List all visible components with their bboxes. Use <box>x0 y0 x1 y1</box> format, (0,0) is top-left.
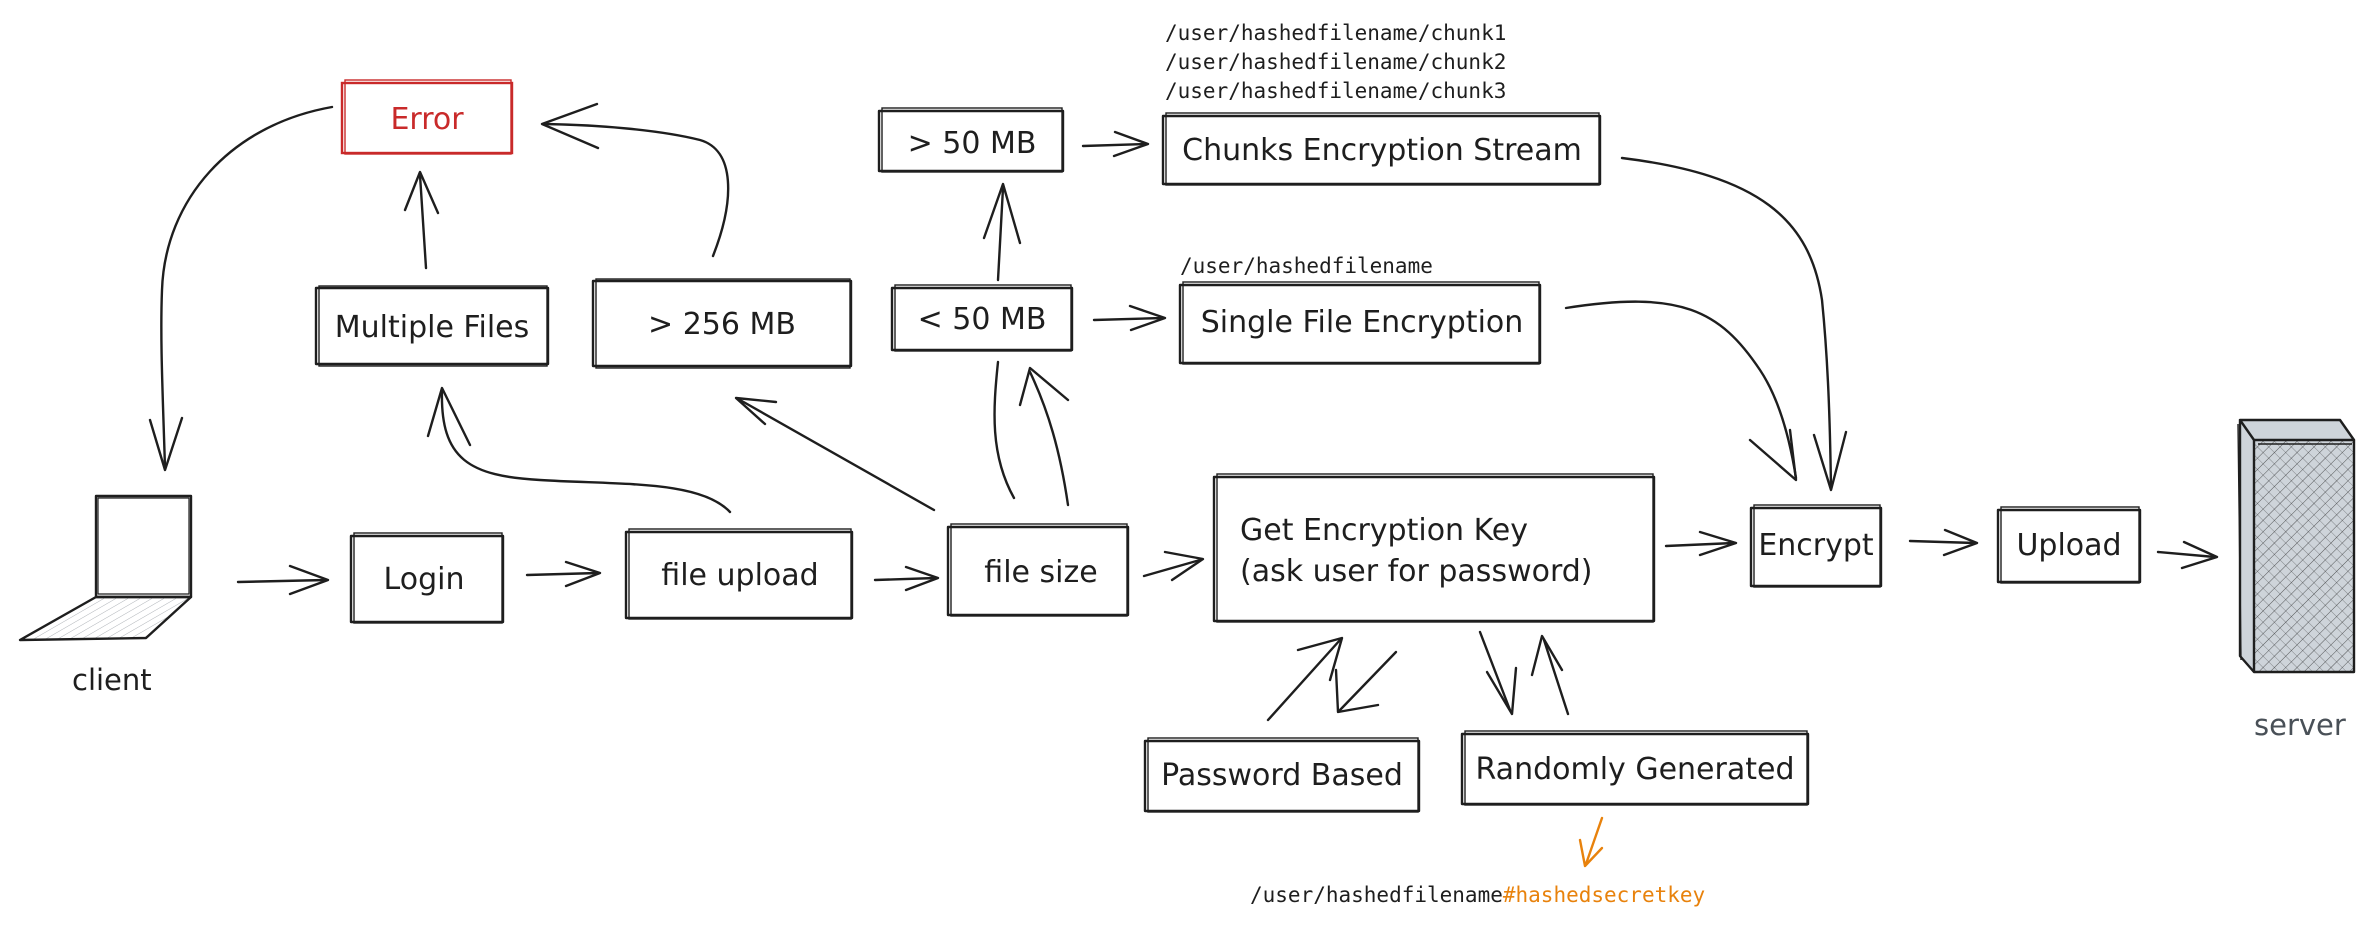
multiple-files-node: Multiple Files <box>314 285 550 367</box>
client-laptop-icon <box>18 494 193 642</box>
server-label: server <box>2254 708 2346 742</box>
arrow-size-to-lt50 <box>993 360 1070 507</box>
password-based-node-label: Password Based <box>1161 758 1403 793</box>
key-path: /user/hashedfilename#hashedsecretkey <box>1250 883 1705 907</box>
upload-node-label: Upload <box>2016 528 2121 563</box>
arrow-size-to-256mb <box>734 396 936 512</box>
chunk-path-3: /user/hashedfilename/chunk3 <box>1165 79 1506 103</box>
password-based-node: Password Based <box>1143 737 1421 813</box>
login-node: Login <box>349 532 505 624</box>
arrow-gt50-to-chunks <box>1081 130 1150 158</box>
lt-50mb-node-label: < 50 MB <box>918 302 1047 337</box>
arrow-login-to-upload <box>525 560 602 588</box>
key-path-prefix: /user/hashedfilename <box>1250 883 1503 907</box>
arrow-random-to-keypath <box>1578 816 1604 868</box>
arrow-random-to-key <box>1478 630 1570 716</box>
arrow-single-to-encrypt <box>1564 300 1798 482</box>
error-node-label: Error <box>390 102 464 137</box>
arrow-password-to-key <box>1266 636 1398 722</box>
randomly-generated-node-label: Randomly Generated <box>1476 752 1795 787</box>
multiple-files-node-label: Multiple Files <box>335 310 530 345</box>
upload-node: Upload <box>1996 506 2142 584</box>
single-file-path: /user/hashedfilename <box>1180 254 1433 278</box>
gt-50mb-node-label: > 50 MB <box>908 126 1037 161</box>
arrow-error-to-client <box>148 105 334 472</box>
single-file-encryption-node-label: Single File Encryption <box>1201 305 1524 340</box>
arrow-256mb-to-error <box>540 102 730 258</box>
arrow-lt50-to-gt50 <box>982 182 1022 282</box>
chunk-path-1: /user/hashedfilename/chunk1 <box>1165 21 1506 45</box>
chunks-encryption-stream-node: Chunks Encryption Stream <box>1161 112 1602 186</box>
server-icon <box>2237 418 2356 674</box>
gt-256mb-node-label: > 256 MB <box>648 307 796 342</box>
login-node-label: Login <box>384 562 465 597</box>
arrow-upload-to-multiple <box>426 386 732 514</box>
arrow-upload-to-size <box>873 565 940 592</box>
key-path-suffix: #hashedsecretkey <box>1503 883 1705 907</box>
client-label: client <box>72 663 152 697</box>
gt-50mb-node: > 50 MB <box>877 107 1065 173</box>
get-encryption-key-node: Get Encryption Key (ask user for passwor… <box>1212 473 1656 623</box>
encrypt-node: Encrypt <box>1749 504 1883 588</box>
randomly-generated-node: Randomly Generated <box>1460 730 1810 806</box>
encrypt-node-label: Encrypt <box>1758 528 1874 563</box>
arrow-chunks-to-encrypt <box>1620 156 1848 492</box>
arrow-key-to-encrypt <box>1664 530 1738 557</box>
get-encryption-key-line2: (ask user for password) <box>1240 554 1593 589</box>
lt-50mb-node: < 50 MB <box>890 284 1074 352</box>
arrow-upload-to-server <box>2156 540 2219 570</box>
chunks-encryption-stream-node-label: Chunks Encryption Stream <box>1182 133 1582 168</box>
chunk-path-2: /user/hashedfilename/chunk2 <box>1165 50 1506 74</box>
arrow-size-to-key <box>1142 550 1205 582</box>
gt-256mb-node: > 256 MB <box>591 278 853 369</box>
arrow-client-to-login <box>236 564 330 596</box>
arrow-lt50-to-single <box>1092 304 1167 332</box>
file-upload-node-label: file upload <box>661 558 818 593</box>
arrow-multiple-to-error <box>403 170 440 270</box>
get-encryption-key-line1: Get Encryption Key <box>1240 513 1528 548</box>
error-node: Error <box>340 79 514 155</box>
file-size-node-label: file size <box>984 555 1097 590</box>
single-file-encryption-node: Single File Encryption <box>1178 281 1542 365</box>
file-size-node: file size <box>946 523 1130 617</box>
file-upload-node: file upload <box>624 528 854 620</box>
arrow-encrypt-to-upload <box>1908 528 1979 557</box>
